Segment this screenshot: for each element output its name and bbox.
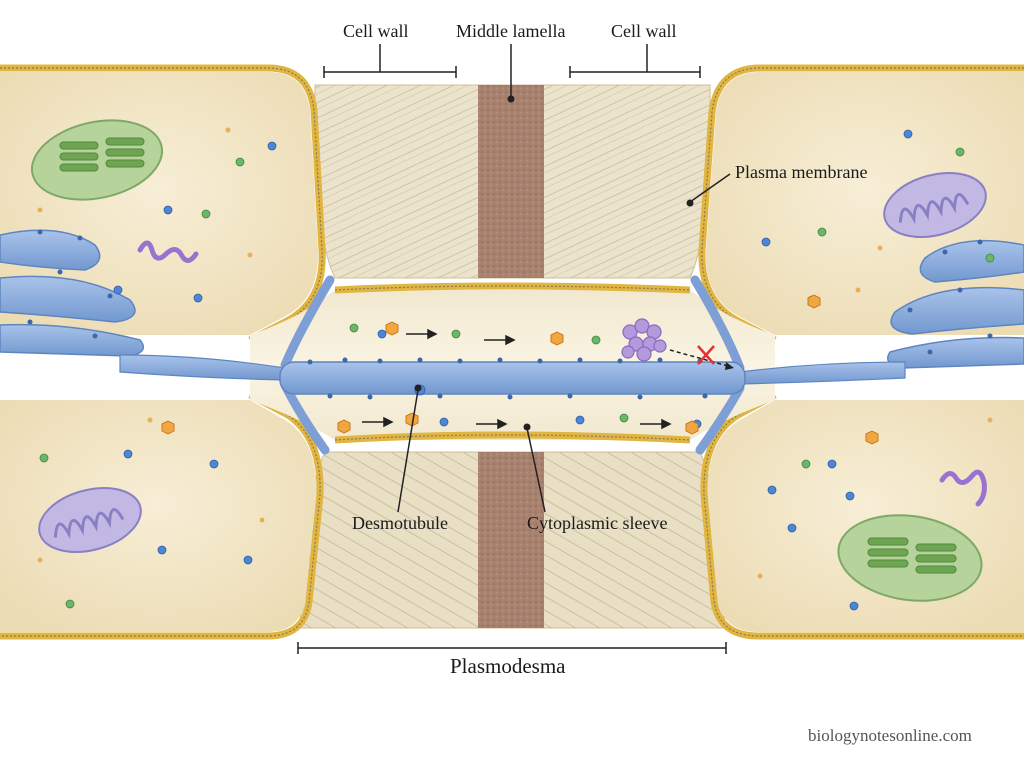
middle-lamella-layer	[478, 85, 544, 628]
cytoplasmic-sleeve-label: Cytoplasmic sleeve	[527, 513, 668, 533]
desmotubule-tube	[279, 361, 746, 395]
hexagon-molecules	[161, 294, 879, 445]
cell-wall-right-label: Cell wall	[611, 21, 677, 41]
source-credit: biologynotesonline.com	[808, 726, 972, 745]
cell-wall-left-label: Cell wall	[343, 21, 409, 41]
label-leaders	[297, 44, 731, 654]
protein-strand	[137, 240, 987, 507]
chloroplast-left	[30, 119, 164, 201]
middle-lamella-label: Middle lamella	[456, 21, 566, 41]
transport-arrows	[362, 328, 672, 430]
mitochondrion-right	[883, 172, 987, 238]
chloroplast-right	[837, 514, 983, 602]
plasmodesma-label: Plasmodesma	[450, 654, 566, 678]
plasma-membrane-label: Plasma membrane	[735, 162, 868, 182]
mitochondrion-left	[38, 487, 142, 553]
endoplasmic-reticulum	[0, 229, 1024, 455]
macromolecule-complex	[621, 318, 667, 362]
desmotubule-label: Desmotubule	[352, 513, 448, 533]
blocked-transport	[669, 345, 734, 370]
